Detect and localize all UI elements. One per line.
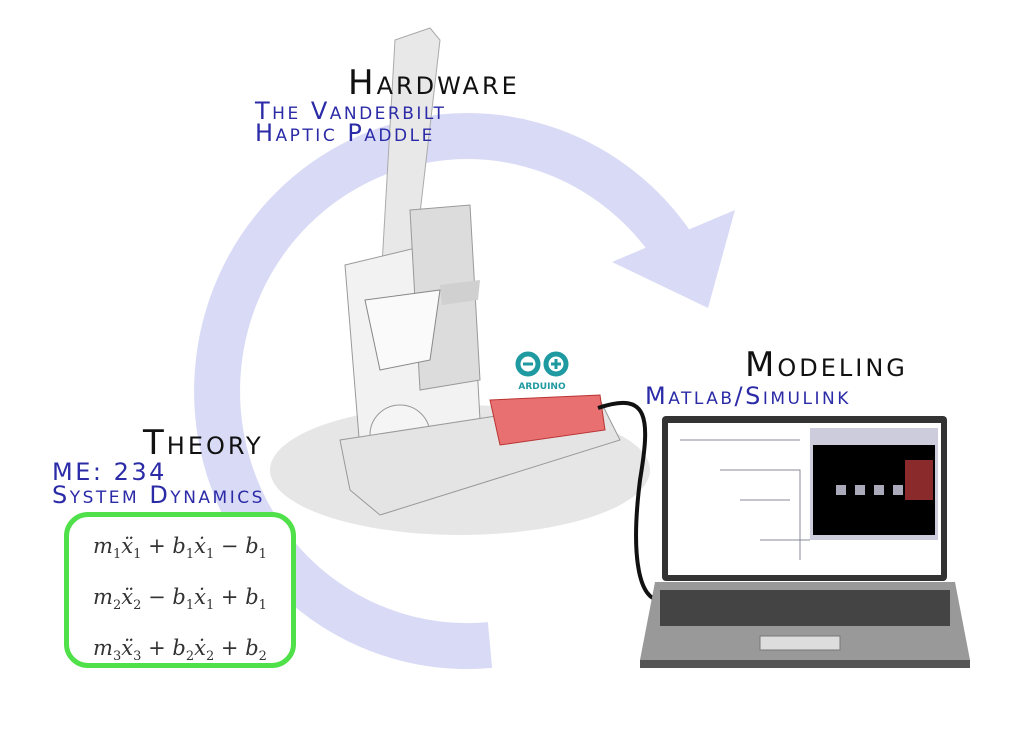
equation-3: m3ẍ3 + b2ẋ2 + b2 (93, 636, 267, 665)
cycle-arrow (194, 113, 735, 670)
haptic-paddle-image (339, 27, 621, 516)
modeling-subtitle: Matlab/Simulink (645, 382, 851, 410)
theory-subtitle-line2: System Dynamics (52, 481, 265, 509)
hardware-subtitle-line1: The Vanderbilt (255, 97, 447, 125)
laptop-image (640, 416, 970, 668)
arduino-logo-icon (515, 351, 569, 377)
equation-1: m1ẍ1 + b1ẋ1 − b1 (93, 534, 267, 563)
hardware-subtitle-line2: Haptic Paddle (255, 119, 435, 147)
equation-2: m2ẍ2 − b1ẋ1 + b1 (93, 585, 267, 614)
arduino-label: ARDUINO (518, 382, 566, 392)
theory-subtitle-line1: ME: 234 (52, 458, 167, 486)
modeling-title: Modeling (745, 345, 908, 385)
hardware-title: Hardware (348, 63, 520, 103)
usb-cable (597, 400, 661, 602)
equations-box: m1ẍ1 + b1ẋ1 − b1 m2ẍ2 − b1ẋ1 + b1 m3ẍ3 +… (64, 512, 296, 668)
theory-title: Theory (143, 423, 264, 463)
